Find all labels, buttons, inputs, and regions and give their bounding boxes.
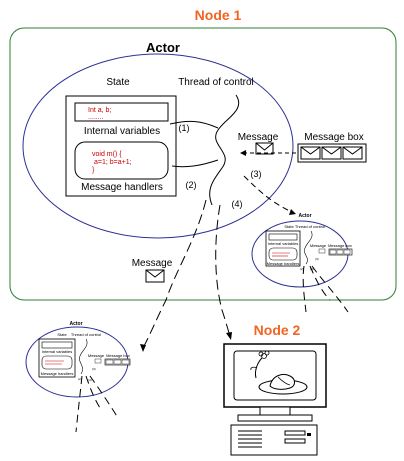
envelope-icon xyxy=(300,146,321,160)
small-actor-left-message: Message xyxy=(88,353,105,358)
step-1-label: (1) xyxy=(179,123,190,133)
message-box-label: Message box xyxy=(304,132,363,143)
node1-container xyxy=(9,27,397,301)
handler-code-line2: a=1; b=a+1; xyxy=(94,159,132,166)
node2-title: Node 2 xyxy=(254,322,301,338)
arrow-3-to-right-actor xyxy=(243,175,293,213)
small-actor-left-message-box: Message box xyxy=(106,353,130,358)
vars-code-line1: Int a, b; xyxy=(88,107,111,114)
small-actor-right-message: Message xyxy=(310,243,327,248)
mouse-icon xyxy=(258,373,308,395)
handler-code-line1: void m() { xyxy=(92,151,122,158)
flower-icon xyxy=(250,350,270,379)
arrow-2-to-left-actor xyxy=(142,199,207,349)
small-actor-right-step3: (3) xyxy=(315,257,319,261)
small-actor-right-step2: (2) xyxy=(300,267,304,271)
thread-to-handler-arrow xyxy=(171,159,219,168)
envelope-icon xyxy=(255,142,274,155)
small-actor-left-title: Actor xyxy=(69,321,82,327)
small-actor-left-state: State xyxy=(57,332,67,337)
thread-of-control-line xyxy=(209,94,240,206)
internal-variables-label: Internal variables xyxy=(84,126,160,137)
envelope-icon xyxy=(321,146,342,160)
small-actor-right-state: State xyxy=(284,224,294,229)
vars-code-line2: ........ xyxy=(88,114,104,121)
main-actor-ellipse xyxy=(22,53,294,239)
keyboard-icon xyxy=(238,430,262,448)
small-actor-left-step2: (2) xyxy=(78,377,82,381)
envelope-icon xyxy=(94,358,102,364)
message-label: Message xyxy=(238,132,279,143)
step-2-label: (2) xyxy=(186,180,197,190)
envelope-icon xyxy=(318,248,326,254)
small-actor-right: Actor State Thread of control Internal v… xyxy=(251,213,353,313)
handler-code-line3: } xyxy=(92,167,95,174)
small-actor-right-vars: Internal variables xyxy=(268,241,298,246)
state-label: State xyxy=(106,77,130,88)
small-actor-left-step4: (4) xyxy=(88,378,92,382)
small-actor-right-message-box: Message box xyxy=(328,243,352,248)
small-actor-left: Actor State Thread of control Internal v… xyxy=(25,321,131,433)
internal-variables-box xyxy=(74,102,169,122)
small-actor-left-vars: Internal variables xyxy=(42,349,72,354)
step-3-label: (3) xyxy=(251,169,262,179)
arrow-4-to-node2 xyxy=(215,204,231,337)
thread-to-vars-arrow xyxy=(169,120,219,129)
small-actor-left-thread: Thread of control xyxy=(71,332,101,337)
transit-message-label: Message xyxy=(132,258,173,269)
message-handlers-box xyxy=(74,141,169,180)
main-actor-title: Actor xyxy=(146,40,180,55)
message-handlers-label: Message handlers xyxy=(81,182,163,193)
step-4-label: (4) xyxy=(232,199,243,209)
small-actor-right-title: Actor xyxy=(298,213,311,219)
computer-case-icon xyxy=(230,424,318,456)
small-actor-right-thread: Thread of control xyxy=(295,224,325,229)
small-actor-left-handlers: Message handlers xyxy=(41,371,74,376)
envelope-icon xyxy=(145,269,165,283)
envelope-icon xyxy=(342,146,363,160)
thread-of-control-label: Thread of control xyxy=(178,77,254,88)
node1-title: Node 1 xyxy=(195,7,242,23)
small-actor-right-handlers: Message handlers xyxy=(267,261,300,266)
small-actor-left-step3: (3) xyxy=(92,367,96,371)
